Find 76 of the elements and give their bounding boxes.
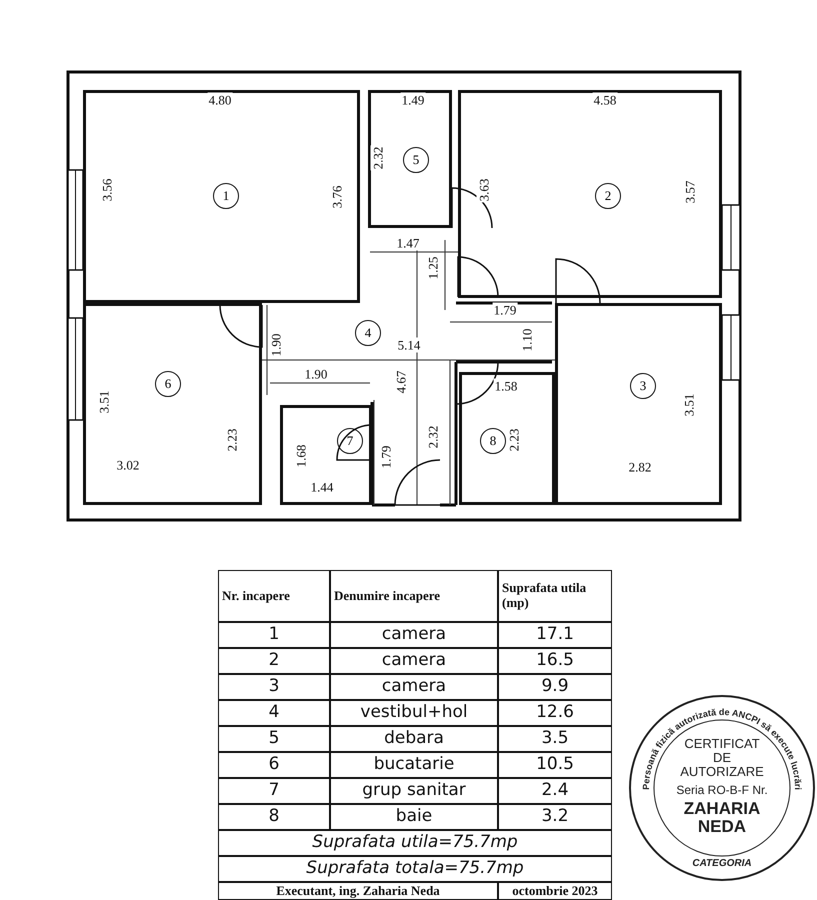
table-cell: camera — [330, 674, 498, 700]
room-outline — [368, 90, 452, 228]
table-cell: grup sanitar — [330, 778, 498, 804]
dimension-label: 3.57 — [682, 180, 698, 204]
dimension-label: 5.14 — [396, 338, 422, 352]
dimension-label: 3.56 — [100, 178, 114, 202]
dimension-label: 4.80 — [208, 92, 232, 108]
table-cell: 6 — [218, 752, 330, 778]
room-outline — [83, 90, 360, 303]
table-cell: Suprafata utila=75.7mp — [218, 830, 612, 856]
table-cell: Suprafata totala=75.7mp — [218, 856, 612, 882]
room-number: 7 — [337, 428, 363, 454]
table-cell: camera — [330, 648, 498, 674]
stamp-text: ZAHARIA — [684, 799, 760, 818]
dimension-label: 2.32 — [370, 146, 386, 170]
stamp-text: CATEGORIA — [692, 858, 752, 869]
table-header-cell: Denumire incapere — [330, 570, 498, 622]
dimension-label: 1.79 — [378, 444, 394, 470]
dimension-label: 3.63 — [476, 178, 492, 202]
room-number: 4 — [355, 320, 381, 346]
room-outline — [83, 303, 262, 505]
dimension-label: 1.44 — [310, 480, 334, 494]
dimension-label: 1.79 — [492, 302, 518, 318]
table-cell: 8 — [218, 804, 330, 830]
dimension-label: 2.23 — [224, 428, 240, 452]
room-number: 5 — [403, 147, 429, 173]
table-cell: octombrie 2023 — [498, 882, 612, 900]
dimension-label: 1.25 — [426, 256, 440, 280]
table-header-cell: Nr. incapere — [218, 570, 330, 622]
dimension-label: 3.76 — [330, 184, 344, 210]
table-cell: 3.5 — [498, 726, 612, 752]
table-cell: 2 — [218, 648, 330, 674]
table-cell: bucatarie — [330, 752, 498, 778]
room-number: 2 — [595, 183, 621, 209]
table-cell: 16.5 — [498, 648, 612, 674]
table-cell: 3 — [218, 674, 330, 700]
table-header-cell: Suprafata utila (mp) — [498, 570, 612, 622]
table-cell: 3.2 — [498, 804, 612, 830]
room-outline — [555, 303, 722, 505]
table-cell: 2.4 — [498, 778, 612, 804]
dimension-label: 3.02 — [116, 458, 140, 472]
room-outline — [280, 405, 372, 505]
room-number: 6 — [155, 371, 181, 397]
room-outline — [459, 372, 555, 505]
table-cell: 12.6 — [498, 700, 612, 726]
dimension-label: 1.90 — [304, 366, 328, 382]
table-cell: 17.1 — [498, 622, 612, 648]
table-cell: 5 — [218, 726, 330, 752]
table-cell: 4 — [218, 700, 330, 726]
dimension-label: 4.67 — [394, 370, 408, 394]
dimension-label: 4.58 — [592, 92, 618, 108]
table-cell: debara — [330, 726, 498, 752]
dimension-label: 1.90 — [268, 332, 284, 358]
table-cell: Executant, ing. Zaharia Neda — [218, 882, 498, 900]
dimension-label: 1.10 — [520, 328, 534, 352]
table-cell: 10.5 — [498, 752, 612, 778]
dimension-label: 1.49 — [400, 92, 426, 108]
table-cell: vestibul+hol — [330, 700, 498, 726]
stamp-text: NEDA — [698, 817, 746, 836]
room-number: 3 — [630, 373, 656, 399]
dimension-label: 3.51 — [682, 392, 696, 418]
table-cell: 1 — [218, 622, 330, 648]
room-outline — [458, 90, 722, 298]
table-cell: 7 — [218, 778, 330, 804]
room-number: 1 — [213, 183, 239, 209]
table-cell: camera — [330, 622, 498, 648]
dimension-label: 1.58 — [494, 378, 518, 394]
dimension-label: 2.23 — [506, 428, 522, 452]
dimension-label: 3.51 — [96, 390, 112, 414]
dimension-label: 2.82 — [628, 460, 652, 474]
dimension-label: 1.47 — [396, 236, 420, 250]
room-number: 8 — [480, 428, 506, 454]
table-cell: 9.9 — [498, 674, 612, 700]
dimension-label: 2.32 — [426, 424, 440, 450]
dimension-label: 1.68 — [294, 444, 308, 468]
table-cell: baie — [330, 804, 498, 830]
